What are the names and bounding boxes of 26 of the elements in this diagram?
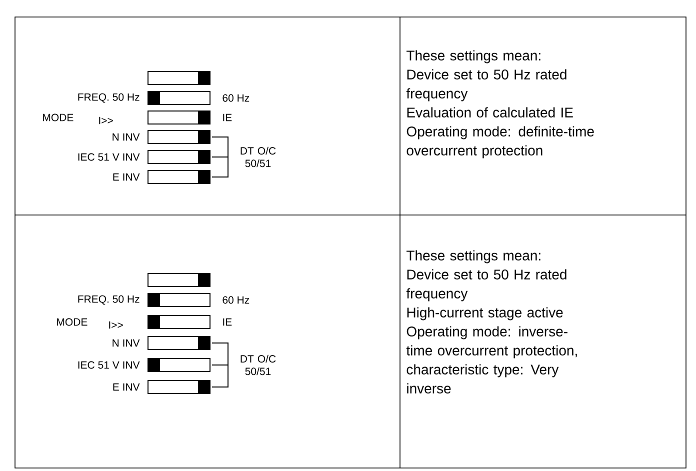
- note-text: Operating mode: inverse-time overcurrent protection, characteristic type: Very inverse: [406, 326, 577, 394]
- note-text: These settings mean:: [406, 250, 540, 264]
- note-text: Device set to 50 Hz rated frequency: [406, 69, 566, 102]
- switch-label: DT O/C 50/51: [240, 146, 276, 168]
- note-text: High-current stage active: [407, 307, 563, 320]
- switch-label: IE: [223, 318, 232, 326]
- switch-label: I>>: [109, 321, 123, 329]
- switch-label: N INV: [112, 133, 140, 141]
- switch-label: MODE: [43, 114, 74, 122]
- switch-label: E INV: [113, 173, 140, 181]
- note-text: Device set to 50 Hz rated frequency: [406, 269, 566, 302]
- switch-label: 60 Hz: [222, 94, 250, 102]
- note-text: Evaluation of calculated IE: [407, 107, 573, 118]
- switch-label: FREQ. 50 Hz: [78, 93, 140, 103]
- switch-label: IEC 51 V INV: [78, 361, 140, 369]
- switch-label: DT O/C 50/51: [240, 354, 276, 376]
- note-text: Operating mode: definite-time overcurrent protection: [406, 126, 594, 158]
- switch-label: IEC 51 V INV: [78, 153, 140, 161]
- switch-label: I>>: [99, 116, 113, 124]
- note-text: These settings mean:: [406, 50, 540, 64]
- switch-label: 60 Hz: [222, 296, 250, 304]
- switch-label: IE: [223, 114, 232, 122]
- switch-label: MODE: [57, 318, 88, 326]
- switch-label: FREQ. 50 Hz: [78, 295, 140, 305]
- switch-label: N INV: [112, 339, 140, 347]
- switch-label: E INV: [113, 383, 140, 391]
